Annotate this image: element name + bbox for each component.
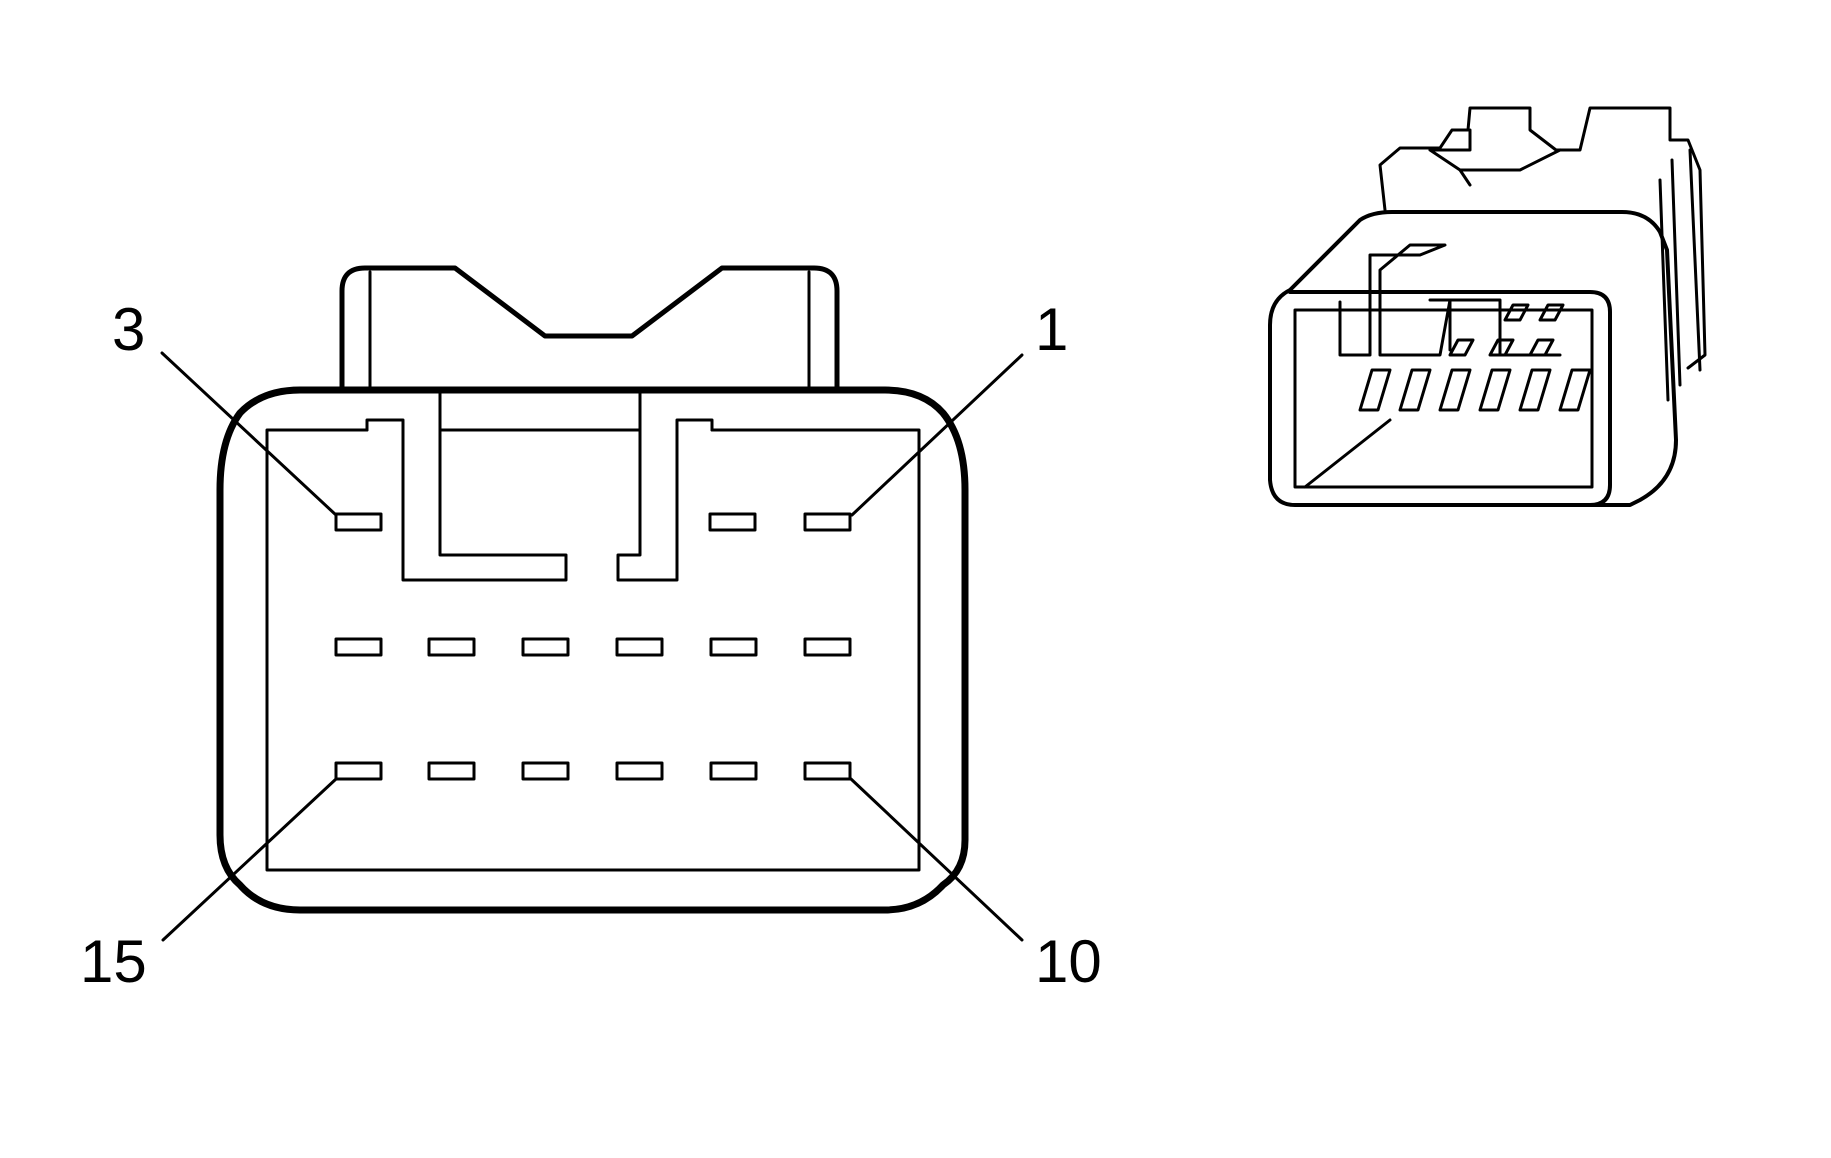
pin-label-10: 10	[1035, 928, 1102, 995]
terminal-slot	[334, 637, 383, 657]
connector-perspective-view	[1268, 106, 1707, 507]
pin-label-3: 3	[112, 296, 145, 363]
perspective-terminal	[1358, 368, 1392, 412]
perspective-terminal	[1558, 368, 1592, 412]
locking-tab	[339, 265, 840, 390]
perspective-terminal	[1518, 368, 1552, 412]
pin-label-15: 15	[80, 928, 147, 995]
perspective-cavity-floor	[1303, 418, 1392, 489]
pin-label-1: 1	[1035, 296, 1068, 363]
terminal-slot-2	[708, 512, 757, 532]
perspective-latch	[1428, 128, 1562, 187]
terminal-slot	[709, 637, 758, 657]
terminal-slot	[803, 637, 852, 657]
terminal-slot	[521, 761, 570, 781]
connector-face-view	[160, 265, 1024, 942]
leader-line-pin-15	[161, 777, 338, 942]
perspective-terminal	[1448, 338, 1475, 357]
perspective-terminal	[1398, 368, 1432, 412]
connector-housing	[216, 386, 969, 914]
terminal-slot-15	[334, 761, 383, 781]
perspective-terminal	[1538, 303, 1565, 322]
leader-line-pin-10	[849, 777, 1024, 942]
leader-line-pin-3	[160, 351, 338, 517]
perspective-terminal	[1478, 368, 1512, 412]
perspective-terminals	[1358, 303, 1592, 412]
perspective-internal-key-2	[1438, 298, 1562, 357]
inner-cavity-outline	[265, 428, 921, 872]
terminal-slot-1	[803, 512, 852, 532]
leader-line-pin-1	[850, 353, 1024, 517]
perspective-terminal	[1503, 303, 1530, 322]
terminal-slot	[615, 637, 664, 657]
perspective-front-face	[1288, 290, 1612, 507]
pin-leader-lines	[160, 351, 1024, 942]
terminal-row-middle	[334, 637, 852, 657]
perspective-terminal	[1438, 368, 1472, 412]
keying-rib-left	[365, 388, 568, 582]
terminal-slot	[427, 761, 476, 781]
perspective-terminal	[1488, 338, 1515, 357]
terminal-slot-3	[334, 512, 383, 532]
keying-rib-right	[616, 388, 714, 582]
perspective-rear-body	[1378, 106, 1707, 370]
terminal-slot	[709, 761, 758, 781]
terminal-slot	[427, 637, 476, 657]
terminal-slot	[521, 637, 570, 657]
perspective-front-housing	[1268, 210, 1678, 507]
terminal-row-bottom	[334, 761, 852, 781]
perspective-side-ribs	[1658, 148, 1702, 402]
terminal-row-top	[334, 512, 852, 532]
perspective-terminal	[1528, 338, 1555, 357]
terminal-slot	[615, 761, 664, 781]
perspective-internal-key	[1338, 243, 1452, 357]
perspective-inner-rim	[1293, 308, 1594, 489]
terminal-slot-10	[803, 761, 852, 781]
